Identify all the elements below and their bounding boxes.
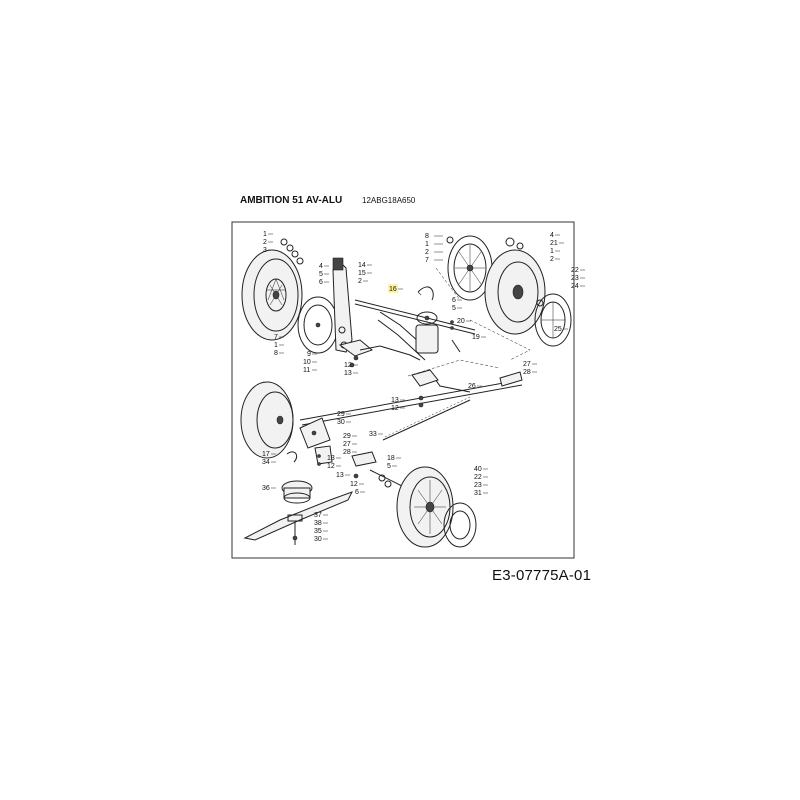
callout-18: 18: [387, 455, 395, 462]
callout-34: 34: [262, 459, 270, 466]
height-linkage-front: [411, 369, 439, 408]
callout-22: 22: [474, 474, 482, 481]
callout-13: 13: [391, 397, 399, 404]
front-right-hubcap: [443, 502, 477, 548]
bracket-right: [499, 371, 523, 387]
callout-21: 21: [550, 240, 558, 247]
callout-23: 23: [474, 482, 482, 489]
highlight-part-16: [388, 284, 398, 293]
blade-bolt: [287, 514, 303, 545]
callout-6: 6: [452, 297, 456, 304]
callout-4: 4: [550, 232, 554, 239]
callout-36: 36: [262, 485, 270, 492]
callout-38: 38: [314, 520, 322, 527]
spring-rod: [382, 396, 471, 441]
callout-13: 13: [336, 472, 344, 479]
callout-13: 13: [327, 455, 335, 462]
rear-left-wheel: [241, 249, 303, 341]
callout-12: 12: [350, 481, 358, 488]
blade: [243, 491, 354, 541]
front-axle-bar: [299, 371, 523, 426]
callout-28: 28: [343, 449, 351, 456]
callout-14: 14: [358, 262, 366, 269]
callout-5: 5: [452, 305, 456, 312]
callout-27: 27: [343, 441, 351, 448]
axle-washers-right: [446, 236, 544, 307]
rear-axle: [354, 299, 476, 361]
front-left-bracket: [299, 417, 331, 449]
axle-washers-left: [280, 238, 304, 265]
callout-7: 7: [274, 334, 278, 341]
callout-2: 2: [358, 278, 362, 285]
assembly-guides: [407, 267, 531, 377]
callout-1: 1: [425, 241, 429, 248]
callout-6: 6: [355, 489, 359, 496]
callout-25: 25: [554, 326, 562, 333]
callout-8: 8: [425, 233, 429, 240]
callout-1: 1: [263, 231, 267, 238]
front-left-wheel: [240, 381, 294, 459]
height-adjust-lever: [332, 257, 353, 353]
callout-24: 24: [571, 283, 579, 290]
part-number: 12ABG18A650: [362, 196, 416, 205]
callout-13: 13: [344, 370, 352, 377]
callout-7: 7: [425, 257, 429, 264]
drive-cable: [417, 286, 434, 301]
callout-30: 30: [337, 419, 345, 426]
callout-22: 22: [571, 267, 579, 274]
rear-right-hubcap: [534, 293, 572, 347]
callout-17: 17: [262, 451, 270, 458]
height-link-middle: [351, 451, 377, 479]
callout-12: 12: [327, 463, 335, 470]
callout-4: 4: [319, 263, 323, 270]
front-height-lever: [314, 445, 333, 466]
gearbox: [415, 311, 439, 354]
callout-30: 30: [314, 536, 322, 543]
callout-26: 26: [468, 383, 476, 390]
callout-29: 29: [343, 433, 351, 440]
callout-5: 5: [319, 271, 323, 278]
callout-19: 19: [472, 334, 480, 341]
callout-33: 33: [369, 431, 377, 438]
callout-23: 23: [571, 275, 579, 282]
callout-11: 11: [303, 367, 310, 374]
callout-2: 2: [550, 256, 554, 263]
callout-37: 37: [314, 512, 322, 519]
callout-5: 5: [387, 463, 391, 470]
callout-12: 12: [391, 405, 399, 412]
callout-2: 2: [263, 239, 267, 246]
callout-3: 3: [263, 247, 267, 254]
callout-9: 9: [307, 351, 311, 358]
callout-29: 29: [337, 411, 345, 418]
rear-left-rim: [297, 296, 339, 354]
callout-35: 35: [314, 528, 322, 535]
clip-spring: [286, 451, 298, 463]
callout-8: 8: [274, 350, 278, 357]
callout-40: 40: [474, 466, 482, 473]
callout-12: 12: [344, 362, 352, 369]
blade-adapter: [281, 480, 313, 504]
model-title: AMBITION 51 AV-ALU: [240, 195, 343, 206]
diagram-frame: [231, 221, 575, 559]
front-right-wheel: [396, 466, 454, 548]
rear-right-wheel: [484, 249, 546, 335]
callout-1: 1: [274, 342, 278, 349]
gearbox-pin: [450, 320, 461, 353]
callout-15: 15: [358, 270, 366, 277]
callout-27: 27: [523, 361, 531, 368]
callout-2: 2: [425, 249, 429, 256]
callout-31: 31: [474, 490, 482, 497]
callout-10: 10: [303, 359, 311, 366]
callout-20: 20: [457, 318, 465, 325]
drawing-code: E3-07775A-01: [492, 567, 592, 584]
height-linkage-rear: [338, 339, 421, 368]
callout-1: 1: [550, 248, 554, 255]
callout-6: 6: [319, 279, 323, 286]
callout-28: 28: [523, 369, 531, 376]
callout-16: 16: [389, 286, 397, 293]
